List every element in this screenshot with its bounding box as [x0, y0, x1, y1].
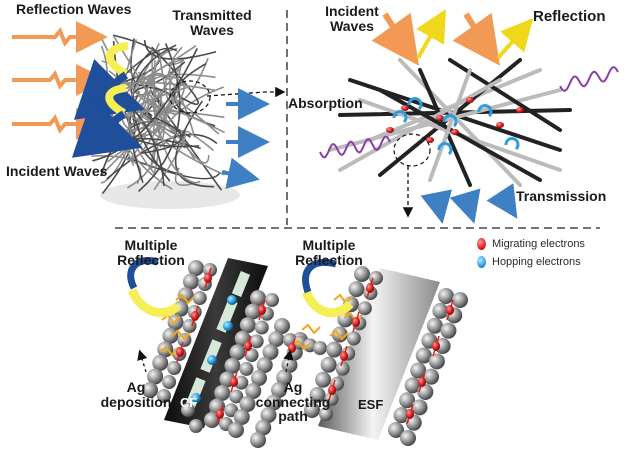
zoom-circle-network [393, 133, 431, 167]
label-transmitted-line1: Transmitted [172, 7, 252, 23]
label-ag-path-line2: connecting [255, 393, 331, 410]
label-ag-path-line3: path [278, 408, 308, 425]
reflected-wave-arrows [416, 9, 534, 60]
migrating-electron-icon [477, 238, 486, 250]
hopping-electron-icon [477, 256, 486, 268]
absorbed-wave-squiggles [319, 66, 619, 159]
label-multiple-right-line2: Reflection [295, 251, 363, 268]
zoom-circle-mesh [169, 80, 211, 114]
label-esf: ESF [358, 397, 384, 412]
label-transmission: Transmission [516, 188, 607, 204]
esf-fiber-body [318, 268, 440, 440]
legend-migrating-electrons: Migrating electrons [492, 238, 585, 250]
label-ag-deposition: Ag deposition [96, 380, 176, 409]
label-incident-top-line2: Waves [330, 17, 374, 34]
label-multiple-reflection-right: Multiple Reflection [286, 238, 372, 267]
label-cf: CF [180, 395, 198, 410]
incident-wave-arrows-top [371, 12, 500, 66]
reflection-curl-arrows-left [71, 42, 145, 158]
fiber-network [328, 58, 572, 187]
zoom-arrow-right [206, 86, 286, 98]
label-incident-top-line1: Incident [325, 3, 379, 19]
label-incident-waves-top: Incident Waves [312, 4, 392, 33]
legend-hopping-electrons: Hopping electrons [492, 256, 581, 268]
label-reflection-waves: Reflection Waves [16, 1, 132, 17]
label-ag-deposition-line1: Ag [126, 379, 146, 395]
label-multiple-right-line1: Multiple [302, 237, 356, 253]
multiple-reflection-arrows [127, 257, 354, 318]
section-dividers [115, 10, 600, 229]
transmission-arrows [420, 183, 518, 224]
label-ag-connecting-path: Ag connecting path [250, 380, 336, 424]
label-multiple-left-line2: Reflection [117, 251, 185, 268]
ag-connecting-links [159, 293, 363, 357]
label-multiple-reflection-left: Multiple Reflection [108, 238, 194, 267]
label-ag-deposition-line2: deposition [100, 393, 172, 410]
label-multiple-left-line1: Multiple [124, 237, 178, 253]
label-absorption: Absorption [288, 95, 363, 111]
electrons [176, 267, 454, 425]
transmitted-wave-arrows [221, 88, 270, 189]
incident-wave-arrows-left [12, 21, 108, 140]
label-incident-waves-left: Incident Waves [6, 163, 108, 179]
label-ag-path-line1: Ag [283, 379, 303, 395]
label-transmitted-waves: Transmitted Waves [164, 8, 260, 37]
label-transmitted-line2: Waves [190, 21, 234, 38]
label-reflection: Reflection [533, 8, 606, 25]
